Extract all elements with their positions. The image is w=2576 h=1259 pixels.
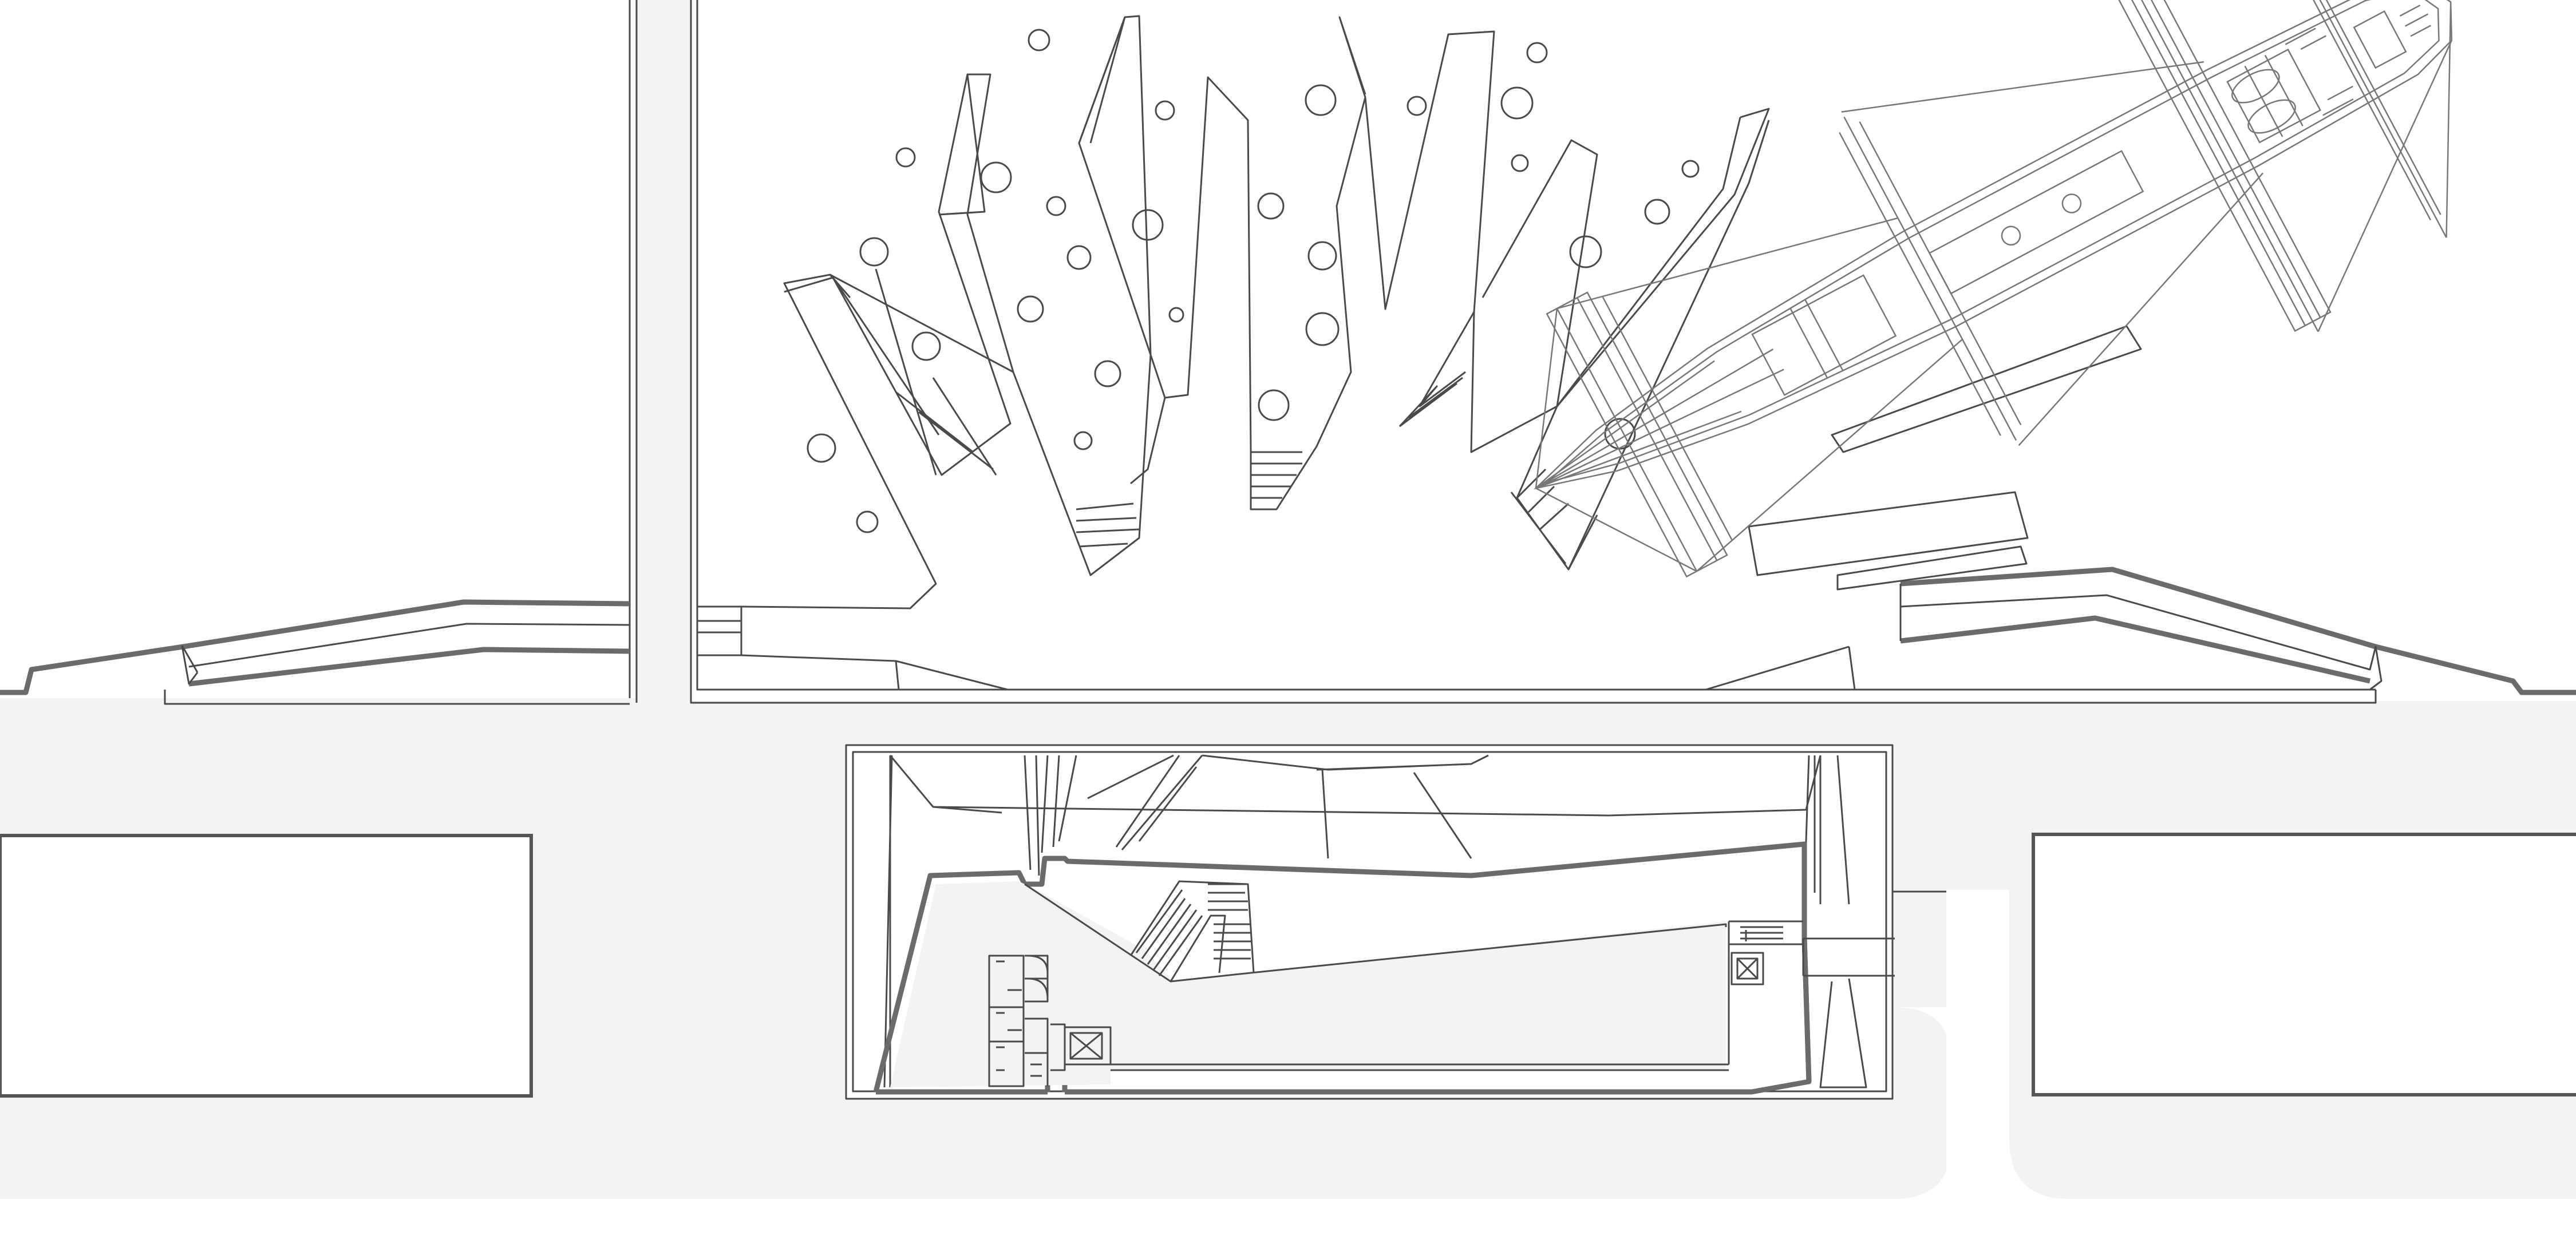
restroom-block (988, 955, 1049, 1087)
right-lower-building (2032, 833, 2576, 1096)
lower-slabs (1567, 120, 2142, 576)
east-passage (1809, 890, 1946, 977)
main-building (845, 744, 1894, 1100)
left-ramp (0, 599, 630, 705)
elevator-icon (1050, 952, 1764, 1071)
zigzag-paths (784, 15, 1770, 576)
right-ramp (1705, 545, 2576, 695)
stair-icon (1129, 880, 1783, 982)
ship-hull-icon (1533, 0, 2453, 578)
left-lower-building (0, 834, 533, 1098)
upper-courtyard (690, 0, 2576, 704)
left-upper-building (0, 0, 638, 703)
